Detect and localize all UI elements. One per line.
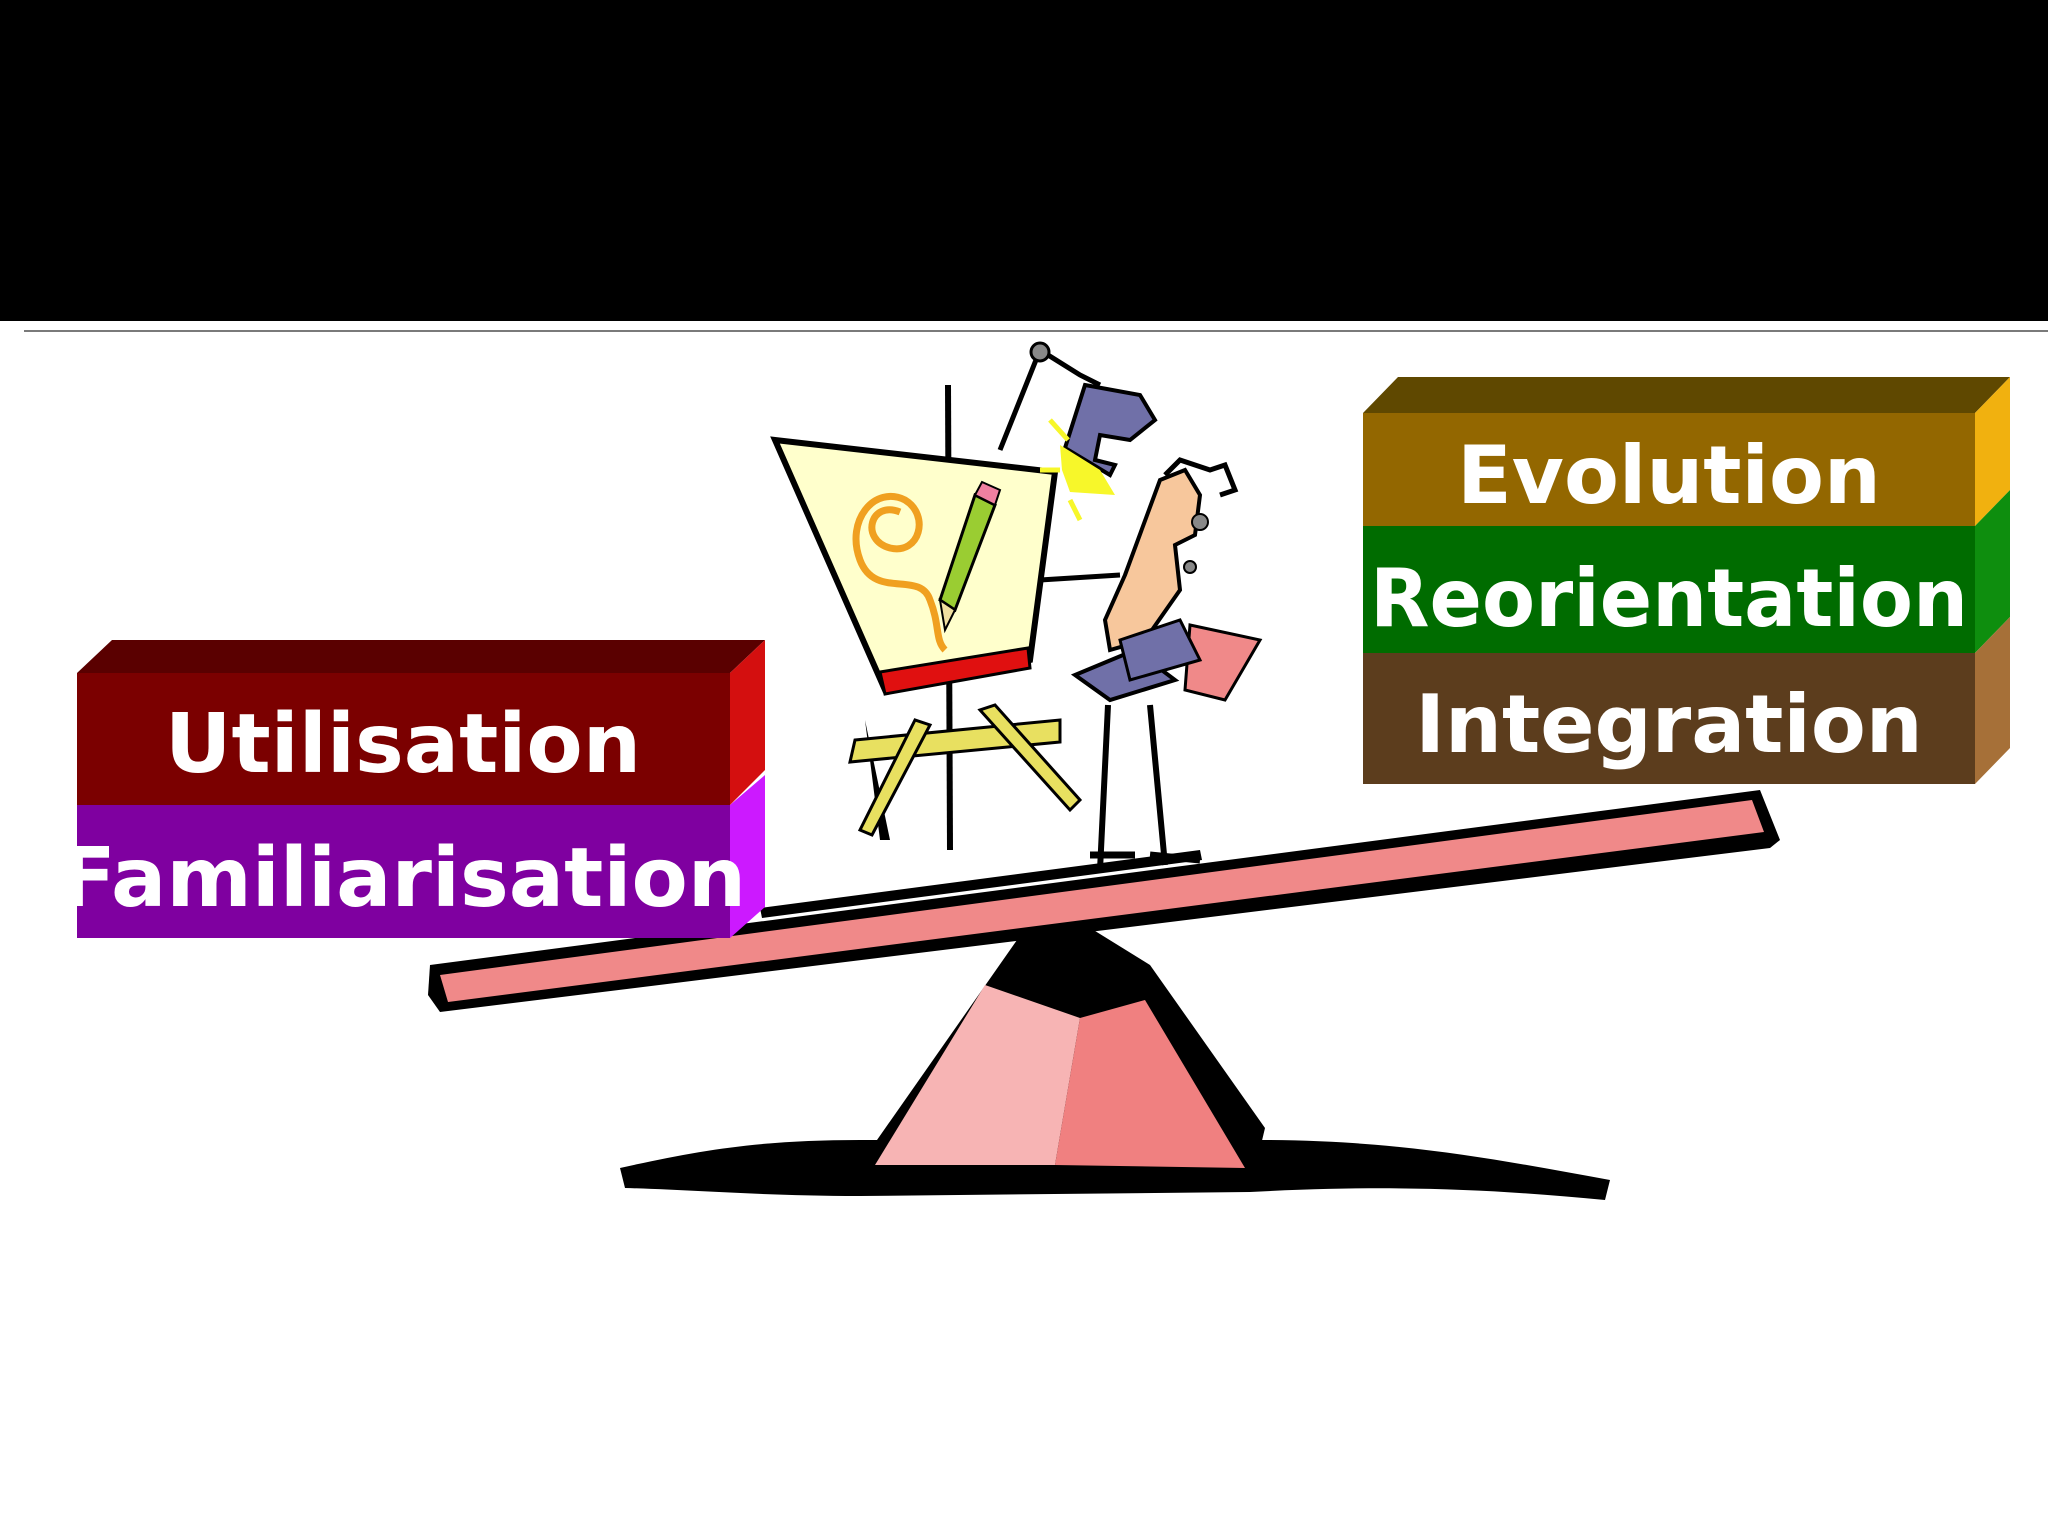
block-reorientation: Reorientation: [1363, 490, 2010, 653]
block-label-integration: Integration: [1415, 678, 1923, 771]
swirl-drawing: [852, 492, 948, 653]
block-label-familiarisation: Familiarisation: [60, 831, 746, 926]
seesaw-plank: [428, 790, 1780, 1012]
block-utilisation: Utilisation: [77, 640, 765, 805]
artist-figure: [1039, 457, 1263, 871]
title-bar: [0, 0, 2048, 321]
fulcrum: [860, 900, 1265, 1170]
block-label-reorientation: Reorientation: [1370, 552, 1968, 645]
easel-illustration: [770, 384, 1083, 851]
block-evolution: Evolution: [1363, 377, 2010, 526]
block-label-utilisation: Utilisation: [165, 697, 641, 792]
desk-lamp-icon: [997, 341, 1158, 522]
block-label-evolution: Evolution: [1457, 429, 1881, 522]
block-integration: Integration: [1363, 617, 2010, 784]
block-familiarisation: Familiarisation: [60, 775, 765, 938]
title-divider: [24, 330, 2048, 332]
pencil-icon: [938, 480, 1002, 634]
